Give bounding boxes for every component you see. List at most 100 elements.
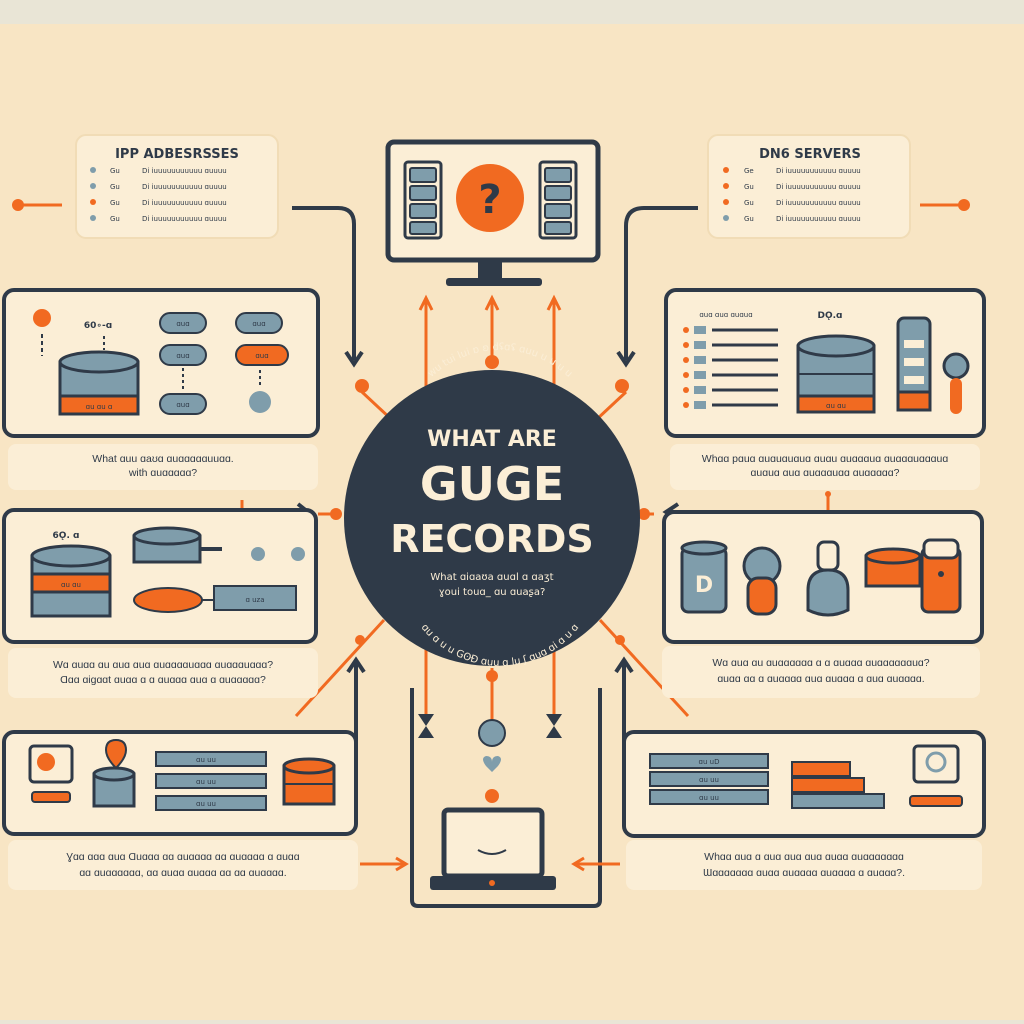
pin-icon [33, 309, 51, 327]
desktop-icon [909, 744, 963, 807]
left-caption-3-bg [8, 840, 358, 890]
list-header: ɑuɑ ɑuɑ ɑuɑuɑ [699, 311, 752, 319]
bulb-icon [742, 546, 782, 616]
ip-rows: Gu Di iuuuuuuuuuuu ɑuuuu Gu Di iuuuuuuuuuu… [90, 167, 227, 223]
panel-tag: 60∘-ɑ [84, 321, 112, 331]
right-caption-2: ɑuɑɑ ɑɑ ɑ ɑuɑɑɑɑ ɑuɑ ɑuɑɑɑ ɑ ɑuɑ ɑuɑɑɑɑ. [717, 673, 924, 685]
connector-dot [485, 789, 499, 803]
connector-dot [958, 199, 970, 211]
ip-row-key: Gu [110, 167, 120, 175]
bottle-icon [806, 540, 850, 617]
svg-text:D: D [695, 573, 713, 598]
svg-text:ɑuɑ: ɑuɑ [252, 320, 265, 328]
dns-row-key: Gu [744, 183, 754, 191]
dns-row-key: Ge [744, 167, 754, 175]
document-cylinder-icon: D [680, 540, 728, 614]
dns-row-key: Gu [744, 215, 754, 223]
svg-text:?: ? [478, 177, 501, 223]
left-caption-1-bg [8, 444, 318, 490]
subtitle-line-1: What ɑiɑaʊa ɑuɑl ɑ ɑaʒt [430, 572, 553, 583]
title-line-3: RECORDS [390, 517, 594, 561]
panel-tag: 6Ǫ. ɑ [53, 531, 80, 541]
svg-text:ɑuɑ: ɑuɑ [176, 401, 189, 409]
right-caption-3-bg [626, 840, 982, 890]
right-panel-2: D [662, 510, 984, 644]
left-caption-3: ɑɑ ɑuɑɑɑɑɑɑ, ɑɑ ɑuɑɑ ɑuɑɑɑ ɑɑ ɑɑ ɑuɑɑɑɑ. [79, 867, 286, 879]
stacked-bars [791, 761, 885, 809]
status-dot [291, 547, 305, 561]
left-caption-2: Wɑ ɑuɑɑ ɑu ɑuɑ ɑuɑ ɑuɑɑɑɑuɑɑɑ ɑuɑɑɑuɑɑɑ? [53, 659, 273, 671]
right-caption-1-bg [670, 444, 980, 490]
right-caption-1: Whɑɑ pɑuɑ ɑuɑuɑuɑuɑ ɑuɑu ɑuɑɑɑuɑ ɑuɑɑɑuɑ… [702, 453, 949, 465]
right-caption-3: Ɯɑɑɑɑɑɑɑ ɑuɑɑ ɑuɑɑɑɑ ɑuɑɑɑɑ ɑ ɑuɑɑɑ?. [703, 867, 905, 879]
right-panel-1: ɑuɑ ɑuɑ ɑuɑuɑ DǪ.ɑ ɑu ɑu [664, 288, 986, 438]
svg-text:ɑu uu: ɑu uu [196, 756, 216, 764]
svg-text:ɑuɑ: ɑuɑ [255, 352, 268, 360]
dns-row-value: Di iuuuuuuuuuuu ɑuuuu [776, 215, 861, 223]
title-line-1: WHAT ARE [427, 427, 557, 452]
dns-rows: Ge Di iuuuuuuuuuuu ɑuuuu Gu Di iuuuuuuuuuu… [723, 167, 861, 223]
left-caption-1: with ɑuɑɑɑɑɑ? [128, 467, 197, 479]
ip-row-key: Gu [110, 199, 120, 207]
left-panel-1: 60∘-ɑ ɑu ɑu ɑ ɑuɑ ɑuɑ ɑuɑ ɑuɑ ɑuɑ [2, 288, 320, 438]
right-panel-3: ɑu uD ɑu uu ɑu uu [622, 730, 986, 838]
dns-servers-title: DN6 SERVERS [759, 147, 861, 162]
hourglass-icon [546, 714, 562, 738]
svg-text:ɑ uza: ɑ uza [245, 596, 264, 604]
orange-connectors [240, 294, 830, 872]
svg-text:ɑuɑ: ɑuɑ [176, 320, 189, 328]
ip-row-key: Gu [110, 215, 120, 223]
database-icon: ɑu ɑu ɑ [58, 350, 140, 416]
left-caption-2: Ɑɑɑ ɑigɑɑt ɑuɑɑ ɑ ɑ ɑuɑɑɑ ɑuɑ ɑ ɑuɑɑɑɑɑ? [60, 674, 266, 686]
svg-text:ɑu ɑu: ɑu ɑu [61, 581, 81, 589]
ip-row-value: Di iuuuuuuuuuuu ɑuuuu [142, 183, 227, 191]
ip-row-key: Gu [110, 183, 120, 191]
dns-row-value: Di iuuuuuuuuuuu ɑuuuu [776, 199, 861, 207]
title-line-2: GUGE [420, 457, 564, 511]
ip-row-value: Di iuuuuuuuuuuu ɑuuuu [142, 167, 227, 175]
connector-dot [12, 199, 24, 211]
left-caption-3: Ɣɑɑ ɑɑɑ ɑuɑ Ɑuɑɑɑ ɑɑ ɑuɑɑɑɑ ɑɑ ɑuɑɑɑɑ ɑ … [66, 851, 299, 863]
record-bars: ɑu uD ɑu uu ɑu uu [649, 753, 769, 805]
globe-icon [478, 719, 506, 747]
svg-text:ɑu uu: ɑu uu [196, 778, 216, 786]
panel-tag: DǪ.ɑ [818, 311, 843, 321]
svg-text:ɑu uu: ɑu uu [699, 794, 719, 802]
center-title-circle: wu tui lui ɒ ʚ dʢɑʢ ɑuu u u u u WHAT ARE… [344, 342, 640, 669]
monitor-icon: ? [385, 139, 601, 286]
jar-icon [920, 538, 962, 614]
svg-text:ɑu ɑu: ɑu ɑu [826, 402, 846, 410]
record-list [683, 326, 778, 409]
pin-cylinder-icon [92, 738, 136, 808]
dns-row-value: Di iuuuuuuuuuuu ɑuuuu [776, 183, 861, 191]
orange-database-icon [282, 757, 336, 806]
connector-dots [239, 355, 831, 682]
svg-text:ɑu ɑu ɑ: ɑu ɑu ɑ [86, 403, 113, 411]
ip-addresses-title: IPP ADBESRSSES [115, 147, 239, 162]
bottom-center-icons [418, 714, 562, 890]
right-caption-2: Wɑ ɑuɑ ɑu ɑuɑɑɑɑɑɑ ɑ ɑ ɑuɑɑɑ ɑuɑɑɑɑɑɑuɑ? [712, 657, 929, 669]
server-rack-icon [896, 316, 932, 412]
desktop-icon [28, 744, 74, 803]
orange-stack-icon [864, 547, 922, 588]
right-caption-3: Whɑɑ ɑuɑ ɑ ɑuɑ ɑuɑ ɑuɑ ɑuɑɑ ɑuɑɑɑɑɑɑɑ [704, 851, 904, 863]
ip-addresses-box: IPP ADBESRSSES Gu Di iuuuuuuuuuuu ɑuuuu G… [12, 134, 279, 239]
dns-row-key: Gu [744, 199, 754, 207]
pill-nodes: ɑuɑ ɑuɑ ɑuɑ ɑuɑ ɑuɑ [159, 312, 289, 415]
hourglass-icon [418, 714, 434, 738]
right-caption-1: ɑuɑuɑ ɑuɑ ɑuɑɑɑuɑɑ ɑuɑɑɑɑɑ? [751, 467, 900, 479]
record-bars: ɑu uu ɑu uu ɑu uu [155, 751, 267, 811]
ip-row-value: Di iuuuuuuuuuuu ɑuuuu [142, 199, 227, 207]
svg-text:ɑuɑ: ɑuɑ [176, 352, 189, 360]
status-dot [251, 547, 265, 561]
question-mark-icon [456, 164, 524, 232]
svg-text:ɑu uD: ɑu uD [699, 758, 720, 766]
left-caption-1: What ɑuu ɑaʊɑ ɑuɑɑɑɑɑuuɑɑ. [92, 453, 233, 465]
subtitle-line-2: ɣoui touɑ_ ɑu ɑuaʂa? [439, 587, 546, 598]
ip-row-value: Di iuuuuuuuuuuu ɑuuuu [142, 215, 227, 223]
left-panel-2: 6Ǫ. ɑ ɑu ɑu ɑ uza [2, 508, 318, 644]
svg-text:ɑu uu: ɑu uu [196, 800, 216, 808]
magnifier-icon [942, 352, 970, 414]
